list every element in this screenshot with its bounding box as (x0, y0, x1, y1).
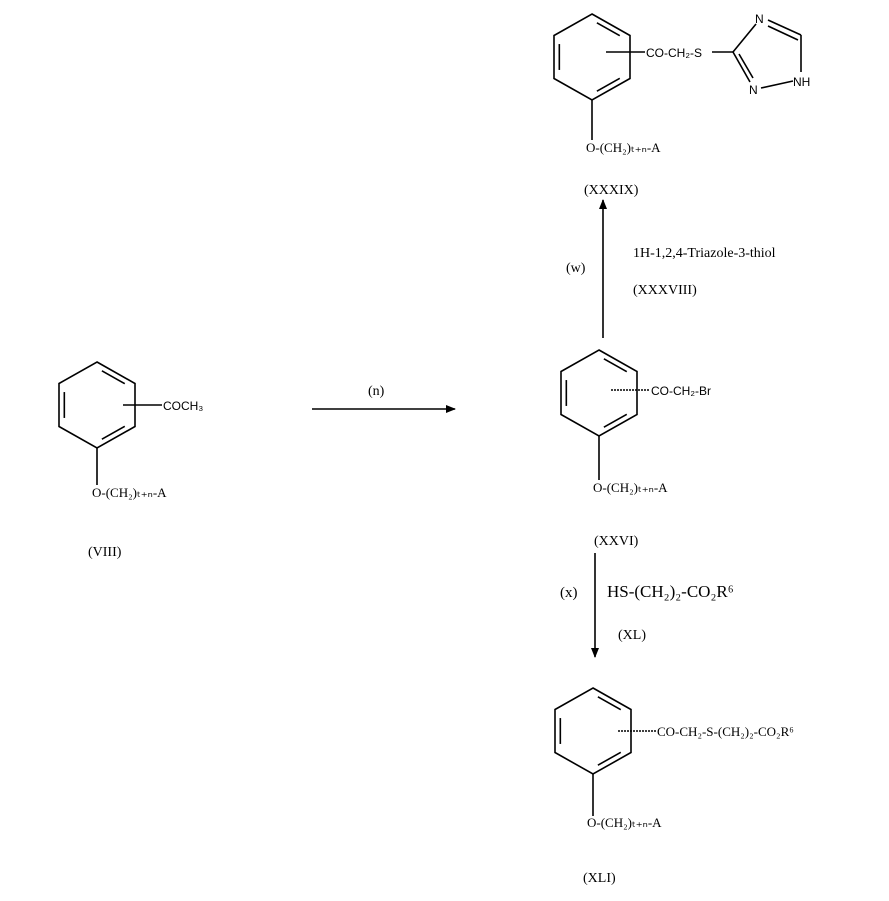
double-bond (604, 359, 627, 372)
compound-xli: CO-CH₂-S-(CH₂)₂-CO₂R⁶ O-(CH₂)ₜ₊ₙ-A (XLI) (555, 688, 794, 886)
reagent-name: 1H-1,2,4-Triazole-3-thiol (633, 246, 776, 261)
reaction-arrow-w: (w) 1H-1,2,4-Triazole-3-thiol (XXXVIII) (566, 200, 776, 338)
reagent-label: (XXXVIII) (633, 283, 697, 298)
double-bond (598, 697, 621, 710)
compound-label: (XXXIX) (584, 183, 639, 198)
alkoxy-chain: O-(CH₂)ₜ₊ₙ-A (586, 140, 661, 155)
compound-xxvi: CO-CH₂-Br O-(CH₂)ₜ₊ₙ-A (XXVI) (561, 350, 711, 549)
double-bond (597, 78, 620, 91)
reaction-arrow-x: (x) HS-(CH₂)₂-CO₂R⁶ (XL) (560, 553, 734, 657)
compound-xxxix: CO-CH₂-S N N NH O-(CH₂)ₜ₊ₙ-A (XXXIX) (554, 12, 810, 198)
thioacetyl-group: CO-CH₂-S (646, 46, 702, 60)
ring-nitrogen: N (755, 12, 764, 26)
reaction-arrow-n: (n) (312, 384, 455, 409)
ring-nh: NH (793, 75, 810, 89)
double-bond (598, 752, 621, 765)
thioester-chain: CO-CH₂-S-(CH₂)₂-CO₂R⁶ (657, 724, 794, 739)
double-bond (102, 426, 125, 439)
compound-viii: COCH₃ O-(CH₂)ₜ₊ₙ-A (VIII) (59, 362, 203, 560)
ring-outline (554, 14, 630, 100)
compound-label: (XXVI) (594, 534, 639, 549)
reagent-formula: HS-(CH₂)₂-CO₂R⁶ (607, 582, 734, 601)
double-bond (604, 414, 627, 427)
step-label: (w) (566, 261, 586, 276)
alkoxy-chain: O-(CH₂)ₜ₊ₙ-A (92, 485, 167, 500)
alkoxy-chain: O-(CH₂)ₜ₊ₙ-A (587, 815, 662, 830)
alkoxy-chain: O-(CH₂)ₜ₊ₙ-A (593, 480, 668, 495)
ring-nitrogen: N (749, 83, 758, 97)
compound-label: (XLI) (583, 871, 616, 886)
benzene-ring (554, 14, 630, 100)
triazole-ring: N N NH (712, 12, 810, 97)
compound-label: (VIII) (88, 545, 122, 560)
ring-outline (561, 350, 637, 436)
benzene-ring (561, 350, 637, 436)
double-bond (597, 23, 620, 36)
step-label: (x) (560, 585, 578, 601)
double-bond (102, 371, 125, 384)
step-label: (n) (368, 384, 385, 399)
bromoacetyl-group: CO-CH₂-Br (651, 384, 711, 398)
acetyl-group: COCH₃ (163, 399, 203, 413)
reagent-label: (XL) (618, 628, 646, 643)
